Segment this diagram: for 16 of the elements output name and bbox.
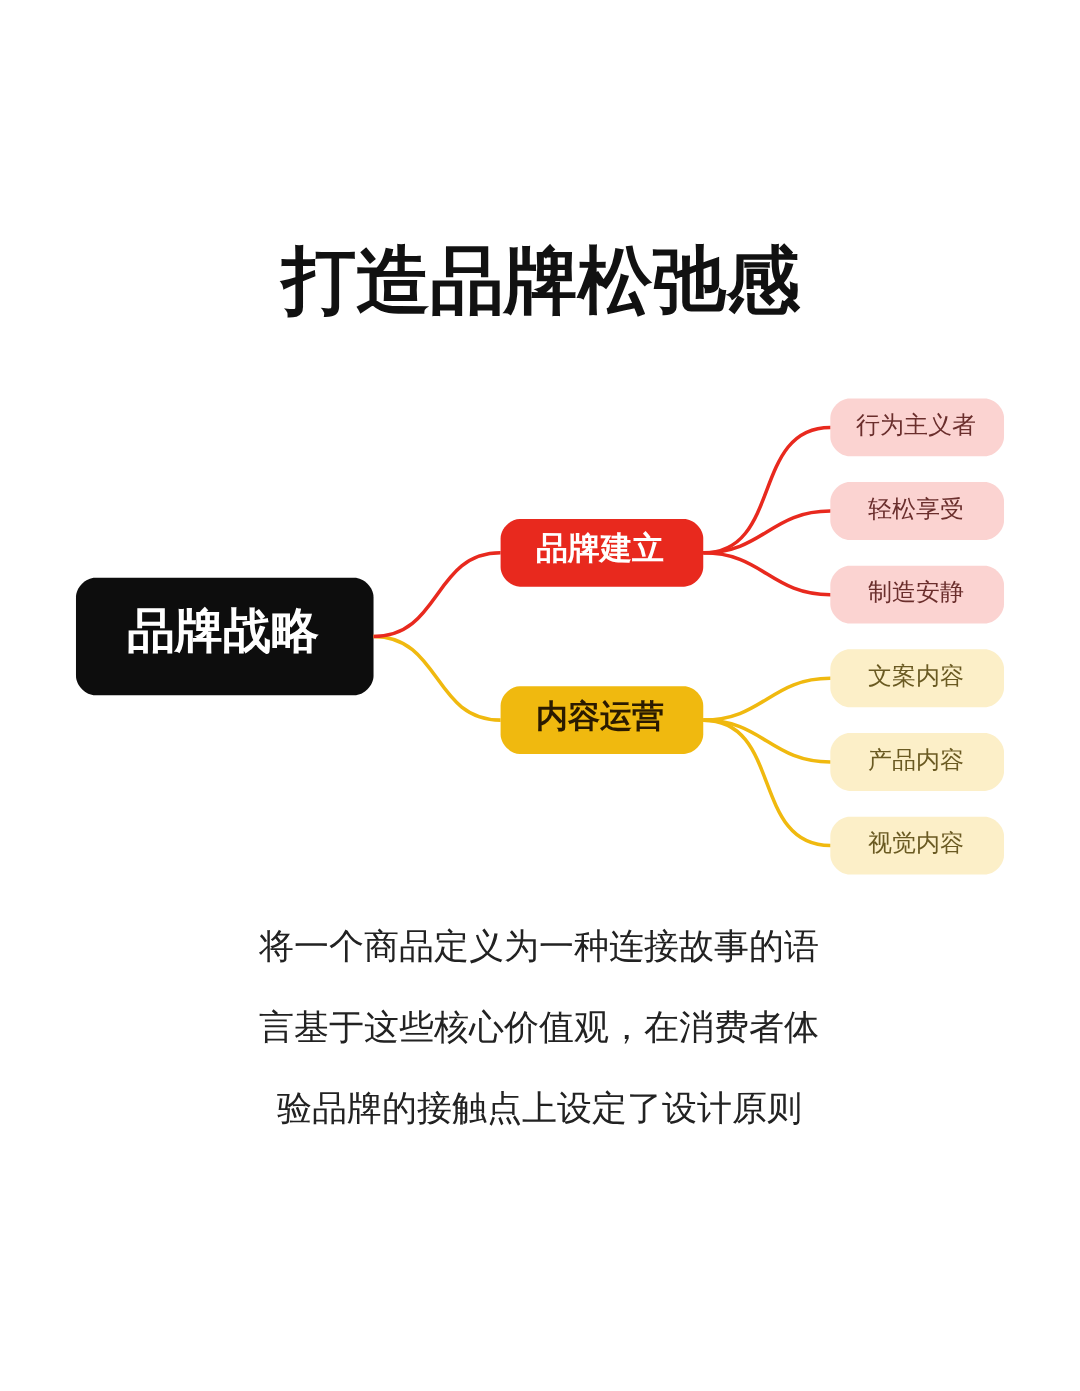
node-box: 产品内容 xyxy=(830,732,1004,791)
node-box: 视觉内容 xyxy=(830,816,1004,875)
connector xyxy=(373,550,501,638)
connector xyxy=(703,676,831,722)
node-box: 内容运营 xyxy=(500,685,704,754)
node-box: 制造安静 xyxy=(830,565,1004,624)
node-box: 轻松享受 xyxy=(830,481,1004,540)
connector xyxy=(703,508,831,555)
caption: 将一个商品定义为一种连接故事的语言基于这些核心价值观，在消费者体验品牌的接触点上设定了设计原则 xyxy=(259,924,820,1128)
connector xyxy=(703,550,831,596)
node-box: 行为主义者 xyxy=(830,397,1004,456)
node-box: 文案内容 xyxy=(830,648,1004,707)
node-box: 品牌战略 xyxy=(76,577,374,695)
connector xyxy=(703,425,831,555)
diagram-title: 打造品牌松弛感 xyxy=(281,236,800,323)
node-box: 品牌建立 xyxy=(500,518,704,587)
